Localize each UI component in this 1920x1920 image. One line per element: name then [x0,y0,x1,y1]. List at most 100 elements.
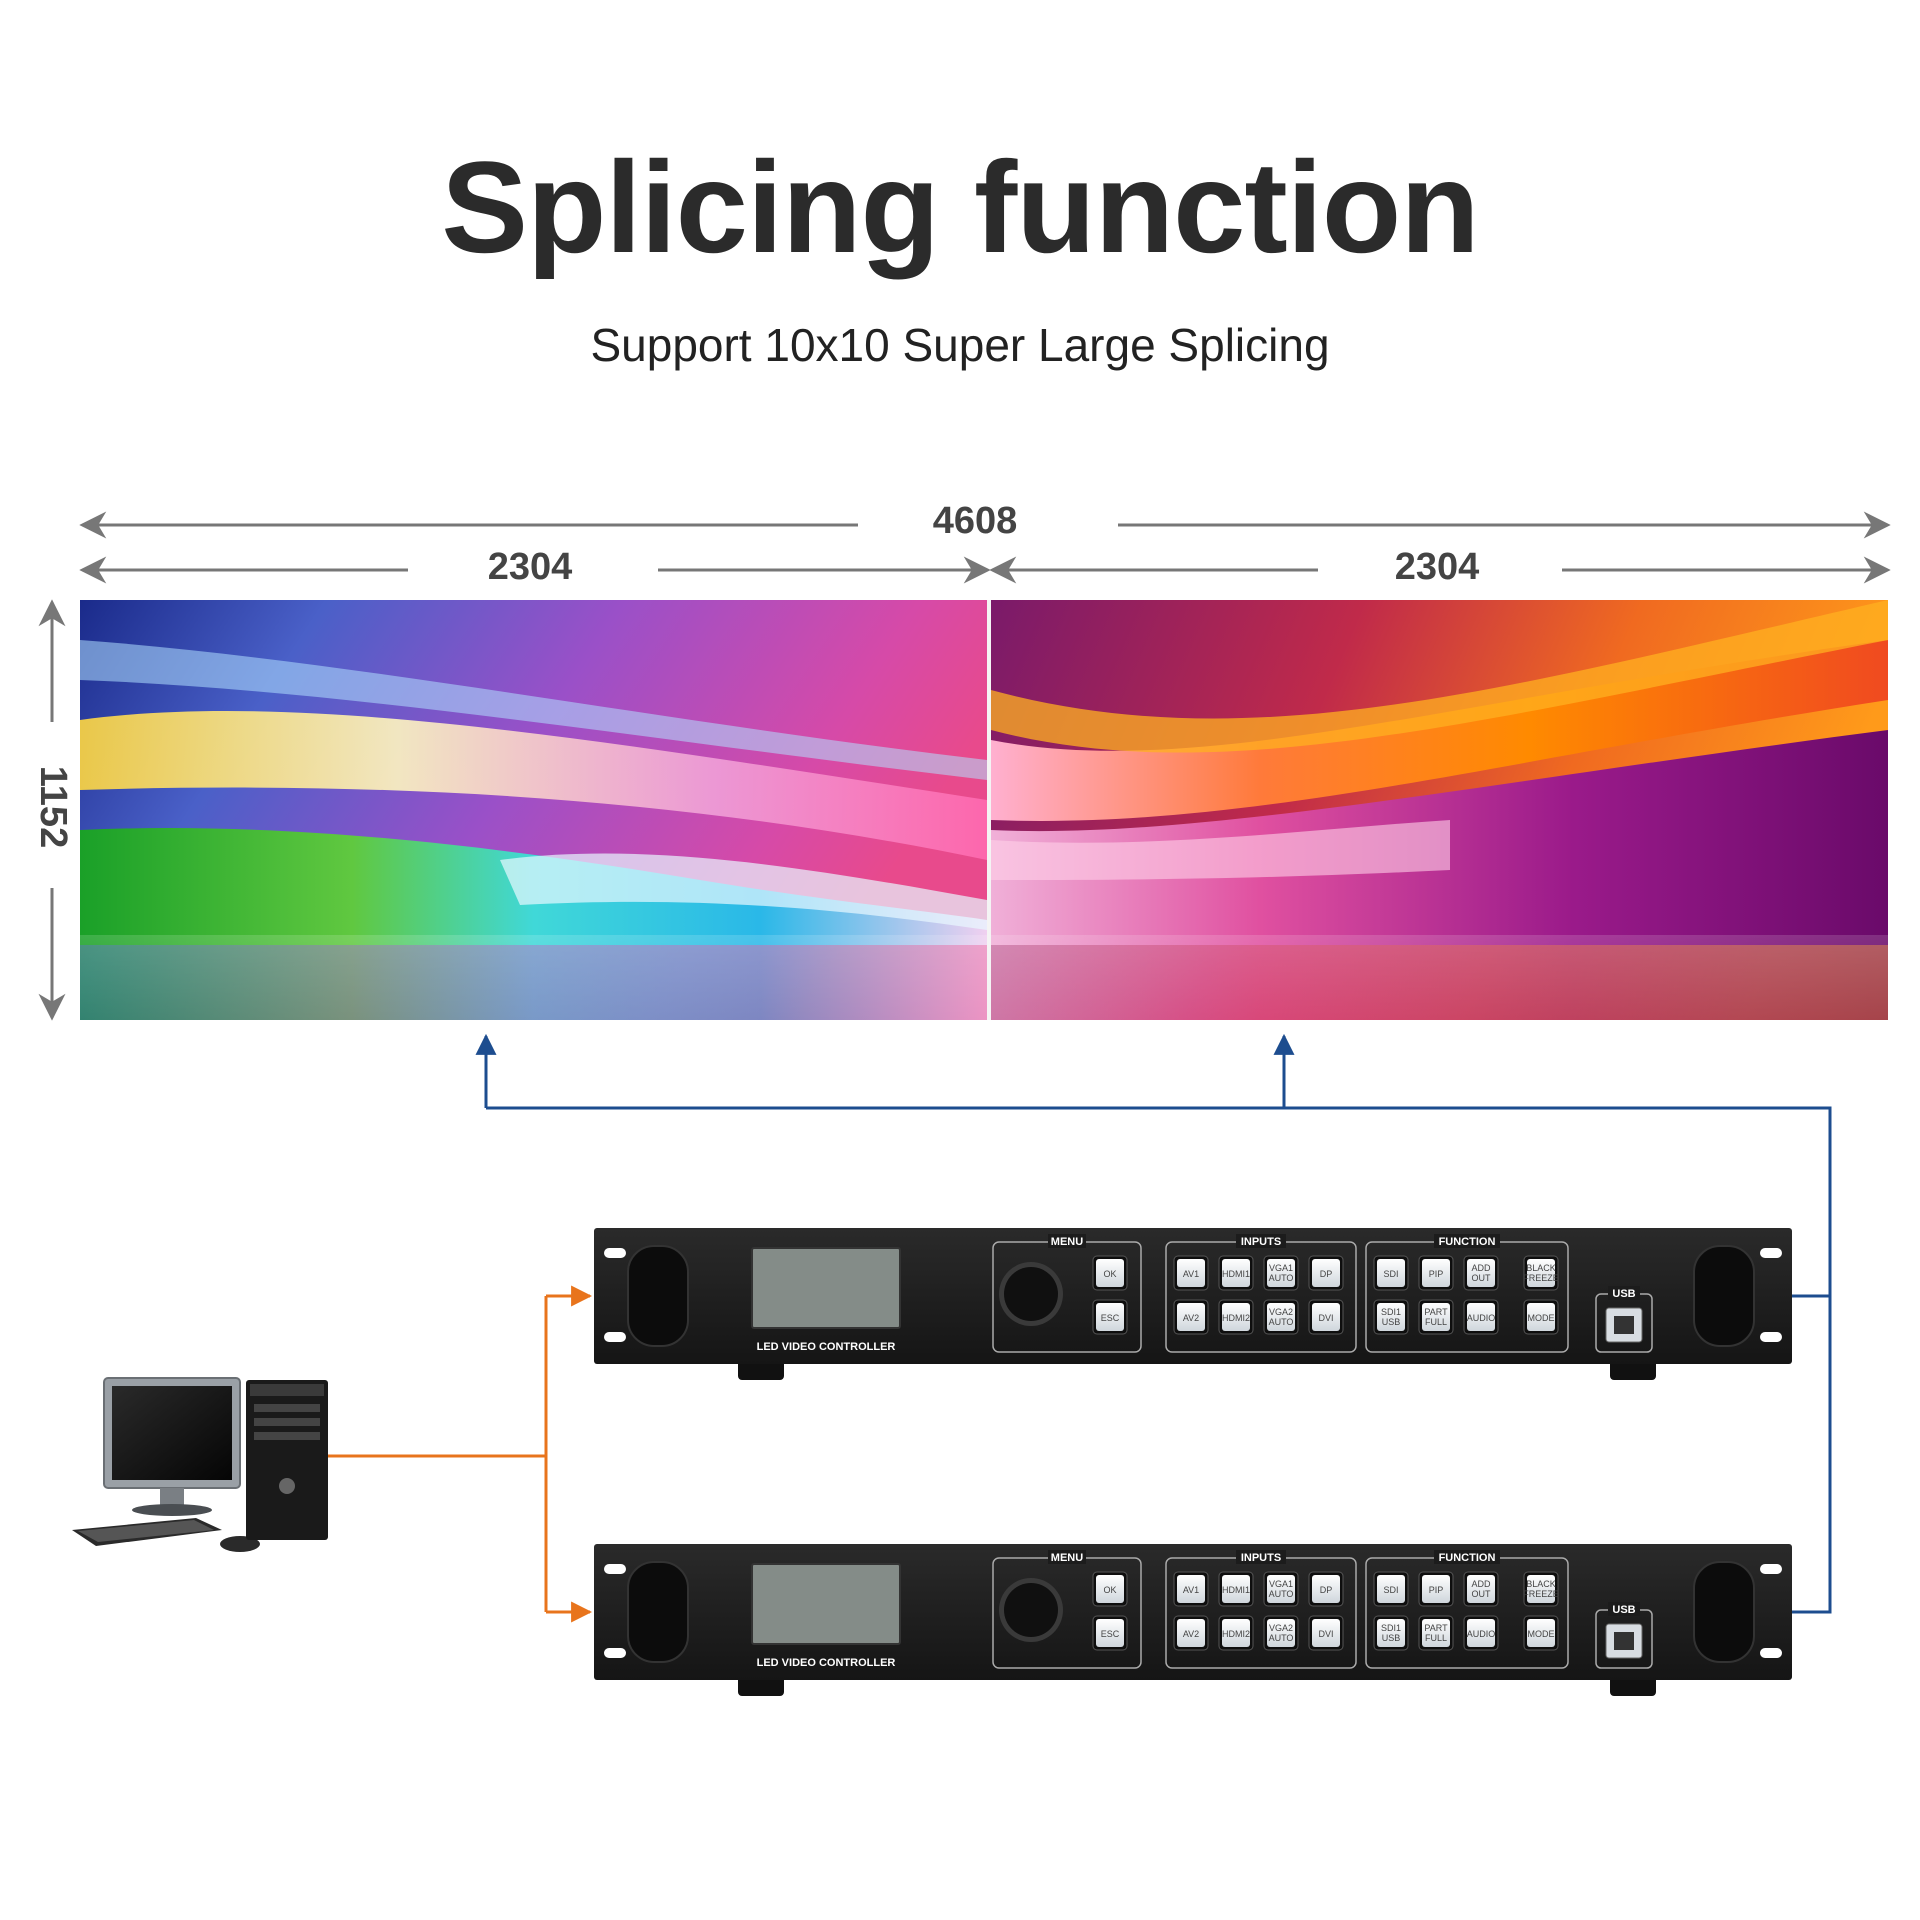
right-led-screen [991,600,1888,1020]
lcd-display [751,1247,901,1329]
svg-text:MODE: MODE [1528,1313,1555,1323]
svg-text:ADD: ADD [1471,1263,1491,1273]
menu-knob[interactable] [999,1262,1063,1326]
svg-text:AUTO: AUTO [1269,1317,1294,1327]
output-signal-lines [475,1033,1832,1614]
svg-text:VGA1: VGA1 [1269,1579,1293,1589]
right-handle [1693,1245,1755,1347]
svg-text:AV2: AV2 [1183,1313,1199,1323]
svg-text:SDI: SDI [1383,1585,1398,1595]
usb-port[interactable] [1605,1307,1643,1343]
svg-text:ESC: ESC [1101,1629,1120,1639]
input-button-av2[interactable]: AV2 [1173,1615,1209,1651]
usb-section-label: USB [1612,1604,1635,1616]
svg-text:AUTO: AUTO [1269,1633,1294,1643]
input-button-hdmi2[interactable]: HDMI2 [1218,1615,1254,1651]
svg-text:AV1: AV1 [1183,1585,1199,1595]
svg-text:DVI: DVI [1318,1629,1333,1639]
menu-section-label: MENU [1051,1552,1083,1564]
function-button-audio[interactable]: AUDIO [1463,1299,1499,1335]
svg-text:ADD: ADD [1471,1579,1491,1589]
svg-text:AUTO: AUTO [1269,1589,1294,1599]
left-width-label: 2304 [487,546,573,588]
function-section-label: FUNCTION [1439,1236,1496,1248]
height-label: 1152 [32,765,74,849]
page-subtitle: Support 10x10 Super Large Splicing [590,319,1330,371]
input-button-dvi[interactable]: DVI [1308,1299,1344,1335]
svg-text:FREEZE: FREEZE [1523,1273,1559,1283]
ok-button[interactable]: OK [1092,1571,1128,1607]
splice-seam [987,600,991,1020]
input-button-av1[interactable]: AV1 [1173,1571,1209,1607]
input-signal-lines [328,1285,593,1623]
ok-button[interactable]: OK [1092,1255,1128,1291]
svg-text:PART: PART [1424,1623,1448,1633]
page-title: Splicing function [441,134,1479,280]
input-button-dvi[interactable]: DVI [1308,1615,1344,1651]
usb-port[interactable] [1605,1623,1643,1659]
function-button-sdi[interactable]: SDI [1373,1255,1409,1291]
input-button-av2[interactable]: AV2 [1173,1299,1209,1335]
svg-text:BLACK: BLACK [1526,1579,1556,1589]
function-button-pip[interactable]: PIP [1418,1255,1454,1291]
input-button-hdmi1[interactable]: HDMI1 [1218,1255,1254,1291]
svg-text:SDI1: SDI1 [1381,1307,1401,1317]
svg-text:AV2: AV2 [1183,1629,1199,1639]
menu-section-label: MENU [1051,1236,1083,1248]
usb-section-label: USB [1612,1288,1635,1300]
svg-text:PART: PART [1424,1307,1448,1317]
svg-text:SDI1: SDI1 [1381,1623,1401,1633]
input-button-dp[interactable]: DP [1308,1571,1344,1607]
svg-text:HDMI1: HDMI1 [1222,1269,1250,1279]
input-button-hdmi1[interactable]: HDMI1 [1218,1571,1254,1607]
input-button-dp[interactable]: DP [1308,1255,1344,1291]
svg-text:OUT: OUT [1472,1589,1492,1599]
svg-text:VGA2: VGA2 [1269,1307,1293,1317]
function-button-pip[interactable]: PIP [1418,1571,1454,1607]
function-button-mode[interactable]: MODE [1523,1299,1559,1335]
svg-text:PIP: PIP [1429,1585,1444,1595]
svg-text:OK: OK [1103,1585,1116,1595]
svg-text:FULL: FULL [1425,1633,1447,1643]
esc-button[interactable]: ESC [1092,1615,1128,1651]
svg-text:PIP: PIP [1429,1269,1444,1279]
svg-text:DP: DP [1320,1269,1333,1279]
function-button-mode[interactable]: MODE [1523,1615,1559,1651]
inputs-section-label: INPUTS [1241,1552,1281,1564]
device-label: LED VIDEO CONTROLLER [757,1657,896,1669]
input-button-hdmi2[interactable]: HDMI2 [1218,1299,1254,1335]
menu-knob[interactable] [999,1578,1063,1642]
svg-text:AV1: AV1 [1183,1269,1199,1279]
svg-text:USB: USB [1382,1317,1401,1327]
left-handle [627,1561,689,1663]
input-button-av1[interactable]: AV1 [1173,1255,1209,1291]
function-button-sdi[interactable]: SDI [1373,1571,1409,1607]
svg-text:HDMI2: HDMI2 [1222,1313,1250,1323]
function-button-audio[interactable]: AUDIO [1463,1615,1499,1651]
svg-text:FREEZE: FREEZE [1523,1589,1559,1599]
device-label: LED VIDEO CONTROLLER [757,1341,896,1353]
svg-text:VGA2: VGA2 [1269,1623,1293,1633]
function-section-label: FUNCTION [1439,1552,1496,1564]
lcd-display [751,1563,901,1645]
svg-text:FULL: FULL [1425,1317,1447,1327]
svg-text:USB: USB [1382,1633,1401,1643]
dimension-arrows [38,511,1891,1021]
svg-text:MODE: MODE [1528,1629,1555,1639]
esc-button[interactable]: ESC [1092,1299,1128,1335]
